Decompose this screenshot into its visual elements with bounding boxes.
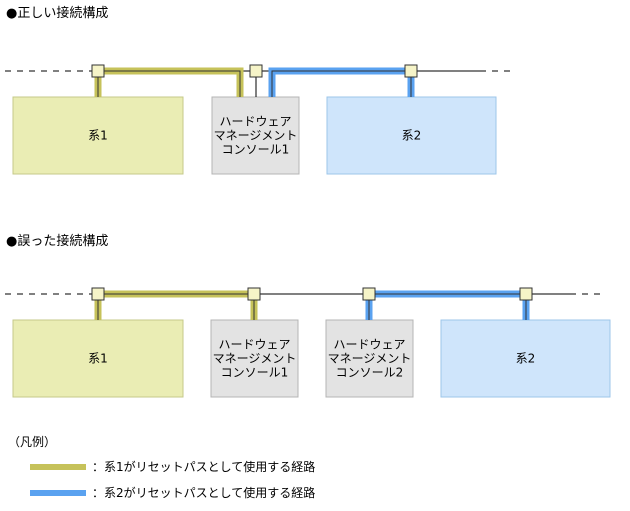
legend-label-system1: ：系1がリセットパスとして使用する経路 <box>92 460 316 474</box>
lan-node-4b <box>519 287 533 301</box>
box-system1-b <box>12 319 184 398</box>
box-console1-b-label-2: マネージメント <box>213 352 297 366</box>
lan-node-2b <box>247 287 261 301</box>
path-system2-b-band <box>365 290 530 320</box>
box-console2-b-label-3: コンソール2 <box>336 366 404 380</box>
lan-node-1b <box>91 287 105 301</box>
box-console1-b-label-3: コンソール1 <box>221 366 289 380</box>
legend-swatch-system1 <box>30 464 86 470</box>
path-system2-a-band <box>268 67 415 97</box>
path-system1-b-band <box>94 290 258 320</box>
box-console2-b-label-1: ハードウェア <box>333 338 405 352</box>
box-system2-a <box>326 96 497 175</box>
path-system1-a-band <box>94 67 244 97</box>
heading-correct: ●正しい接続構成 <box>6 6 109 21</box>
box-console1-a-label-2: マネージメント <box>214 129 298 143</box>
box-system1-a <box>12 96 184 175</box>
path-system2-a-center <box>271 70 412 97</box>
lan-node-2a <box>249 64 263 78</box>
network-diagram: 系1ハードウェアマネージメントコンソール1系2系1ハードウェアマネージメントコン… <box>5 64 611 398</box>
legend-label-system2: ：系2がリセットパスとして使用する経路 <box>92 486 316 500</box>
path-system2-b-center <box>368 293 527 320</box>
box-system2-b-label-1: 系2 <box>516 352 536 366</box>
legend-title: （凡例） <box>8 435 57 449</box>
lan-node-3b <box>362 287 376 301</box>
box-console1-b-label-1: ハードウェア <box>218 338 290 352</box>
box-console1-a-label-3: コンソール1 <box>222 143 290 157</box>
lan-node-3a <box>404 64 418 78</box>
box-console1-a-label-1: ハードウェア <box>219 115 291 129</box>
box-console2-b <box>325 319 414 398</box>
box-system1-b-label-1: 系1 <box>88 352 108 366</box>
box-system2-a-label-1: 系2 <box>402 129 422 143</box>
path-system1-a-center <box>97 70 241 97</box>
legend-swatch-system2 <box>30 490 86 496</box>
path-system1-b-center <box>97 293 255 320</box>
box-system1-a-label-1: 系1 <box>88 129 108 143</box>
box-console2-b-label-2: マネージメント <box>328 352 412 366</box>
lan-node-1a <box>91 64 105 78</box>
box-console1-b <box>210 319 299 398</box>
heading-wrong: ●誤った接続構成 <box>6 234 109 249</box>
